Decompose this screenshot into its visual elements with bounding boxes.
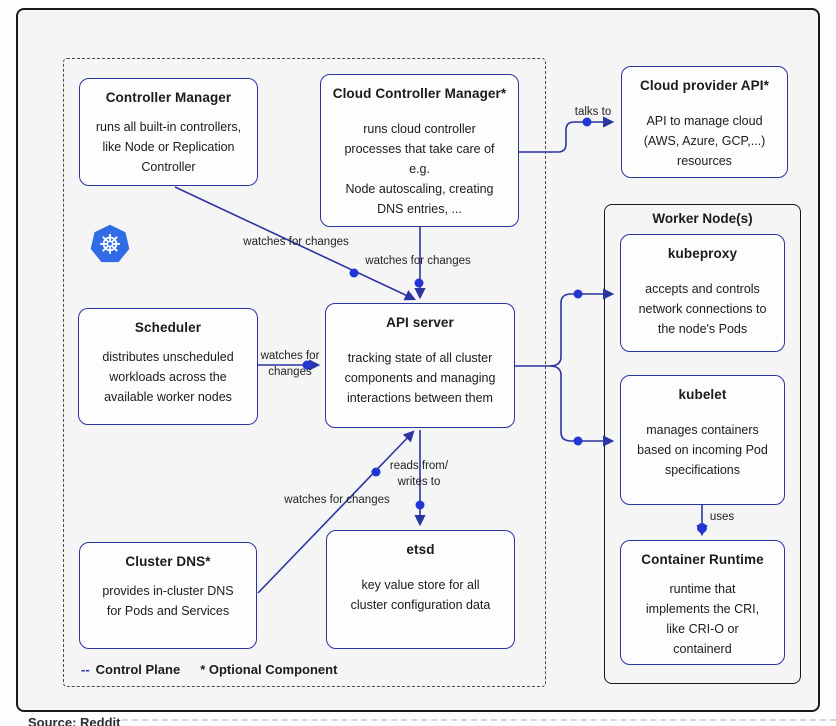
edge-label-uses: uses <box>709 510 735 523</box>
node-body: runtime that implements the CRI, like CR… <box>645 582 760 656</box>
node-title: Cloud Controller Manager* <box>332 86 507 101</box>
node-controller-manager: Controller Manager runs all built-in con… <box>79 78 258 186</box>
node-title: kubeproxy <box>667 246 738 261</box>
node-body: manages containers based on incoming Pod… <box>637 423 768 477</box>
node-body: accepts and controls network connections… <box>638 282 767 336</box>
node-title: API server <box>386 315 454 330</box>
node-title: Cloud provider API* <box>640 78 769 93</box>
node-title: kubelet <box>678 387 727 402</box>
node-scheduler: Scheduler distributes unscheduled worklo… <box>78 308 258 425</box>
node-title: Cluster DNS* <box>125 554 211 569</box>
node-body: runs all built-in controllers, like Node… <box>95 120 242 174</box>
node-title: Controller Manager <box>105 90 232 105</box>
legend-dash-symbol: -- <box>81 662 90 677</box>
node-title: Container Runtime <box>641 552 764 567</box>
node-kubelet: kubelet manages containers based on inco… <box>620 375 785 505</box>
node-container-runtime: Container Runtime runtime that implement… <box>620 540 785 665</box>
source-caption: Source: Reddit <box>28 715 121 726</box>
worker-nodes-title: Worker Node(s) <box>652 211 753 226</box>
node-body: API to manage cloud (AWS, Azure, GCP,...… <box>643 114 766 168</box>
node-title: etsd <box>406 542 435 557</box>
node-body: key value store for all cluster configur… <box>350 578 491 612</box>
node-api-server: API server tracking state of all cluster… <box>325 303 515 428</box>
legend-control-plane-label: Control Plane <box>95 662 181 677</box>
legend: -- Control Plane * Optional Component <box>81 662 337 677</box>
edge-label-watches-for-changes: watches for changes <box>260 349 320 378</box>
edge-label-reads-writes: reads from/ writes to <box>389 459 449 488</box>
legend-control-plane: -- Control Plane <box>81 662 180 677</box>
bottom-dashed-divider <box>122 719 836 721</box>
legend-optional-component: * Optional Component <box>200 662 338 677</box>
edge-label-talks-to: talks to <box>574 105 612 118</box>
kubernetes-logo-icon <box>90 224 130 263</box>
node-body: tracking state of all cluster components… <box>344 351 496 405</box>
node-body: distributes unscheduled workloads across… <box>102 350 234 404</box>
node-body: runs cloud controller processes that tak… <box>344 122 495 216</box>
node-etsd: etsd key value store for all cluster con… <box>326 530 515 649</box>
node-cluster-dns: Cluster DNS* provides in-cluster DNS for… <box>79 542 257 649</box>
node-cloud-provider-api: Cloud provider API* API to manage cloud … <box>621 66 788 178</box>
edge-label-watches-for-changes: watches for changes <box>284 493 390 506</box>
edge-label-watches-for-changes: watches for changes <box>365 254 471 267</box>
node-kubeproxy: kubeproxy accepts and controls network c… <box>620 234 785 352</box>
edge-label-watches-for-changes: watches for changes <box>243 235 349 248</box>
control-plane-boundary <box>63 58 546 687</box>
node-body: provides in-cluster DNS for Pods and Ser… <box>102 584 234 618</box>
node-cloud-controller-manager: Cloud Controller Manager* runs cloud con… <box>320 74 519 227</box>
node-title: Scheduler <box>134 320 202 335</box>
